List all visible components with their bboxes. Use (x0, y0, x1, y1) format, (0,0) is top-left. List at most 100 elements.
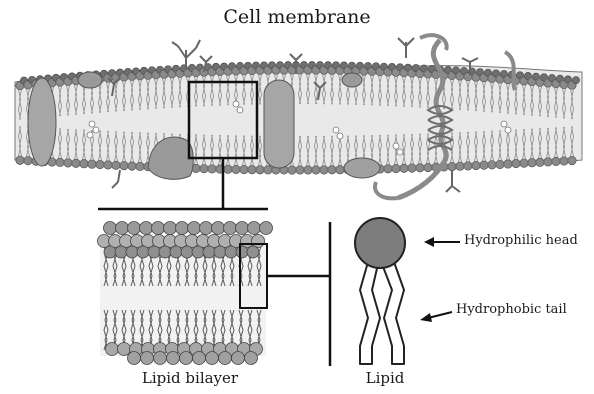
membrane-head (16, 156, 24, 164)
tail-arrow (420, 312, 452, 322)
membrane-head (328, 166, 336, 174)
bilayer-head (152, 222, 165, 235)
membrane-head (528, 159, 536, 167)
bilayer-head (164, 222, 177, 235)
membrane-head (64, 159, 72, 167)
membrane-head (304, 166, 312, 174)
membrane-head (496, 160, 504, 168)
membrane-protein (342, 73, 362, 87)
bilayer-head (252, 235, 265, 248)
bilayer-head (116, 222, 129, 235)
membrane-protein (264, 80, 294, 168)
bilayer-head (159, 246, 171, 258)
membrane-head (488, 161, 496, 169)
hydrophilic-head-label: Hydrophilic head (464, 233, 578, 248)
bilayer-head (224, 222, 237, 235)
bilayer-head (225, 246, 237, 258)
head-arrow (424, 237, 460, 247)
membrane-head (264, 166, 272, 174)
membrane-head (96, 160, 104, 168)
bilayer-head (245, 352, 258, 365)
membrane-head (288, 166, 296, 174)
membrane-head (56, 158, 64, 166)
membrane-head (320, 166, 328, 174)
membrane-head (480, 161, 488, 169)
membrane-head (536, 158, 544, 166)
membrane-head (504, 160, 512, 168)
membrane-protein (78, 72, 102, 88)
membrane-head (560, 157, 568, 165)
bilayer-head (128, 352, 141, 365)
lipid-label: Lipid (330, 369, 440, 387)
lipid-bilayer (98, 222, 273, 365)
single-lipid (355, 218, 405, 364)
membrane-head (112, 161, 120, 169)
bilayer-head (193, 352, 206, 365)
membrane-head (80, 160, 88, 168)
membrane-head (424, 163, 432, 171)
bilayer-bottom-heads (106, 343, 263, 365)
bilayer-head (248, 222, 261, 235)
membrane-head (248, 165, 256, 173)
bilayer-head (137, 246, 149, 258)
membrane-head (128, 162, 136, 170)
bilayer-head (118, 343, 131, 356)
membrane-head (232, 165, 240, 173)
membrane-head (24, 157, 32, 165)
bilayer-head (180, 352, 193, 365)
bilayer-head (188, 222, 201, 235)
bilayer-head (192, 246, 204, 258)
membrane-head (512, 159, 520, 167)
bilayer-top-heads (98, 222, 273, 259)
membrane-head (572, 77, 579, 84)
membrane-head (240, 165, 248, 173)
bilayer-head (115, 246, 127, 258)
bilayer-head (260, 222, 273, 235)
membrane-head (472, 161, 480, 169)
membrane-head (456, 162, 464, 170)
bilayer-head (128, 222, 141, 235)
bilayer-head (200, 222, 213, 235)
hydrophobic-tail-label: Hydrophobic tail (456, 302, 567, 317)
lipid-tail-left (360, 262, 380, 364)
bilayer-head (148, 246, 160, 258)
lipid-head (355, 218, 405, 268)
bilayer-head (141, 352, 154, 365)
membrane-head (384, 165, 392, 173)
membrane-head (136, 162, 144, 170)
membrane-head (464, 162, 472, 170)
membrane-head (392, 164, 400, 172)
membrane-head (416, 164, 424, 172)
membrane-head (200, 164, 208, 172)
bilayer-head (126, 246, 138, 258)
membrane-head (400, 164, 408, 172)
membrane-head (296, 166, 304, 174)
bilayer-head (140, 222, 153, 235)
bilayer-head (232, 352, 245, 365)
membrane-head (552, 157, 560, 165)
bilayer-head (206, 352, 219, 365)
membrane-head (104, 161, 112, 169)
membrane-head (568, 156, 576, 164)
bilayer-head (212, 222, 225, 235)
bilayer-head (214, 246, 226, 258)
membrane-head (448, 162, 456, 170)
membrane-head (224, 165, 232, 173)
bilayer-head (203, 246, 215, 258)
bilayer-head (219, 352, 232, 365)
bilayer-head (104, 246, 116, 258)
membrane-head (408, 164, 416, 172)
bilayer-head (167, 352, 180, 365)
bilayer-head (176, 222, 189, 235)
bilayer-head (181, 246, 193, 258)
membrane-head (336, 166, 344, 174)
bilayer-head (104, 222, 117, 235)
membrane-head (520, 159, 528, 167)
membrane-head (120, 161, 128, 169)
membrane-head (312, 166, 320, 174)
bilayer-head (236, 246, 248, 258)
membrane-head (72, 159, 80, 167)
lipid-tail-right (382, 262, 404, 364)
